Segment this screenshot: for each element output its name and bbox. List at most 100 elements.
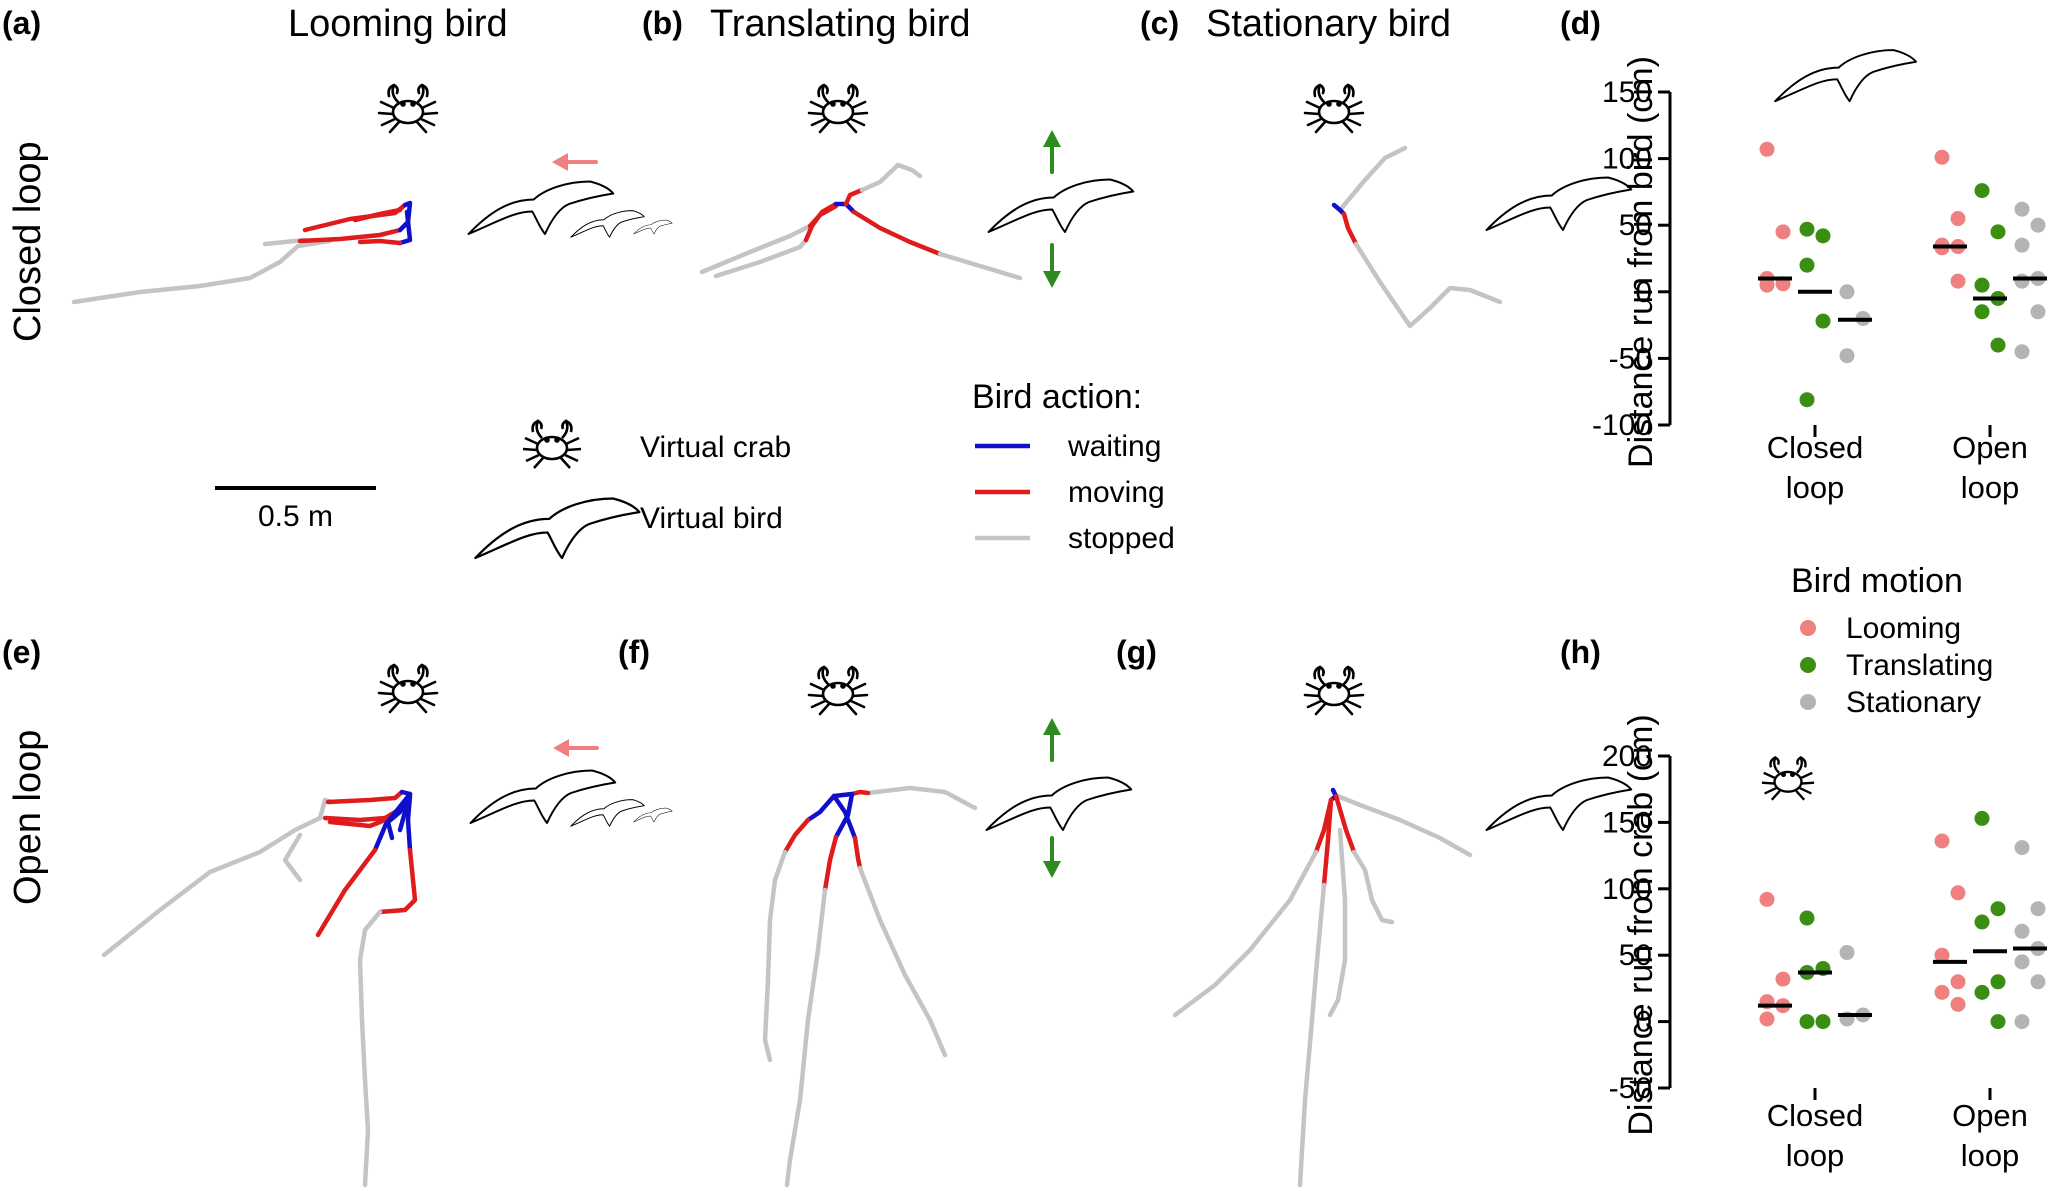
data-point-translating <box>1974 810 1990 826</box>
row-label-open-loop: Open loop <box>7 730 49 905</box>
panel-title-b: Translating bird <box>710 3 971 45</box>
left-arrow-icon <box>553 739 599 757</box>
x-category-label: loop <box>1786 1138 1845 1173</box>
legend-label-stationary: Stationary <box>1846 686 1981 719</box>
data-point-translating <box>1799 221 1815 237</box>
panel-label-b: (b) <box>642 5 683 41</box>
data-point-stationary <box>2014 1014 2030 1030</box>
panel-title-c: Stationary bird <box>1206 3 1451 45</box>
data-point-looming <box>1950 974 1966 990</box>
panel-label-a: (a) <box>2 5 41 41</box>
data-point-stationary <box>2014 237 2030 253</box>
action-legend: Bird action: waiting moving stopped <box>972 378 1175 555</box>
data-point-stationary <box>2030 217 2046 233</box>
data-point-looming <box>1775 971 1791 987</box>
y-tick-label: 150 <box>1602 806 1652 839</box>
data-point-translating <box>1974 183 1990 199</box>
data-point-stationary <box>1839 348 1855 364</box>
data-point-stationary <box>2030 304 2046 320</box>
key-virtual-crab-label: Virtual crab <box>640 431 791 464</box>
data-point-stationary <box>2014 923 2030 939</box>
data-point-looming <box>1759 277 1775 293</box>
x-category-label: loop <box>1786 470 1845 505</box>
y-tick-label: 0 <box>1635 1006 1652 1039</box>
data-point-stationary <box>2014 201 2030 217</box>
crab-icon <box>1303 665 1365 716</box>
data-points-d <box>1758 141 2047 408</box>
y-tick-label: 50 <box>1619 209 1652 242</box>
crab-icon <box>1760 756 1816 801</box>
y-tick-label: 200 <box>1602 740 1652 773</box>
data-point-stationary <box>2014 840 2030 856</box>
data-point-looming <box>1934 149 1950 165</box>
action-legend-title: Bird action: <box>972 378 1142 416</box>
x-category-label: loop <box>1961 470 2020 505</box>
data-point-looming <box>1950 996 1966 1012</box>
data-point-translating <box>1815 1014 1831 1030</box>
panel-c-trajectories <box>1303 83 1633 329</box>
down-arrow-icon <box>1043 243 1061 288</box>
y-tick-label: -50 <box>1609 342 1652 375</box>
legend-marker-translating <box>1800 657 1816 673</box>
data-point-translating <box>1799 392 1815 408</box>
bird-icon <box>1485 176 1633 231</box>
panel-a-trajectories <box>71 83 673 305</box>
motion-legend: Bird motion Looming Translating Stationa… <box>1791 562 1993 719</box>
data-point-translating <box>1990 224 2006 240</box>
panel-g-trajectories <box>1172 665 1633 1188</box>
y-tick-label: 100 <box>1602 873 1652 906</box>
bird-icon <box>570 210 645 238</box>
legend-label-looming: Looming <box>1846 612 1961 645</box>
x-category-label: Closed <box>1767 430 1864 465</box>
panel-e-trajectories <box>101 663 673 1188</box>
scale-bar-label: 0.5 m <box>258 500 333 533</box>
data-point-translating <box>1974 304 1990 320</box>
data-point-stationary <box>1839 945 1855 961</box>
left-arrow-icon <box>552 153 598 171</box>
data-point-looming <box>1759 1011 1775 1027</box>
data-point-looming <box>1950 273 1966 289</box>
y-tick-label: 100 <box>1602 143 1652 176</box>
chart-distance-from-bird: Distance run from bird (cm) -100-5005010… <box>1592 49 2047 505</box>
up-arrow-icon <box>1043 718 1061 762</box>
data-point-stationary <box>2014 273 2030 289</box>
legend-label-waiting: waiting <box>1067 430 1161 463</box>
data-point-translating <box>1815 313 1831 329</box>
legend-marker-stationary <box>1800 694 1816 710</box>
crab-icon <box>1303 83 1365 134</box>
up-arrow-icon <box>1043 130 1061 174</box>
crab-icon <box>377 663 439 714</box>
data-point-looming <box>1950 211 1966 227</box>
legend-marker-looming <box>1800 620 1816 636</box>
data-point-translating <box>1990 974 2006 990</box>
bird-icon <box>633 807 673 823</box>
panel-label-f: (f) <box>618 634 650 670</box>
data-points-h <box>1758 810 2047 1030</box>
data-point-translating <box>1799 910 1815 926</box>
bird-icon <box>1774 49 1917 103</box>
data-point-translating <box>1974 277 1990 293</box>
data-point-stationary <box>2030 974 2046 990</box>
bird-icon <box>570 799 645 827</box>
data-point-translating <box>1799 1014 1815 1030</box>
panel-label-h: (h) <box>1560 634 1601 670</box>
panel-label-d: (d) <box>1560 5 1601 41</box>
panel-b-trajectories <box>699 83 1135 288</box>
data-point-translating <box>1974 914 1990 930</box>
data-point-looming <box>1950 885 1966 901</box>
crab-icon <box>807 83 869 134</box>
panel-label-c: (c) <box>1140 5 1179 41</box>
data-point-looming <box>1934 947 1950 963</box>
data-point-looming <box>1775 224 1791 240</box>
y-tick-label: 150 <box>1602 76 1652 109</box>
bird-icon <box>474 497 641 560</box>
data-point-stationary <box>2014 954 2030 970</box>
key-legend: Virtual crab Virtual bird 0.5 m <box>215 419 791 560</box>
data-point-stationary <box>2014 344 2030 360</box>
legend-label-translating: Translating <box>1846 649 1993 682</box>
crab-icon <box>377 83 439 134</box>
